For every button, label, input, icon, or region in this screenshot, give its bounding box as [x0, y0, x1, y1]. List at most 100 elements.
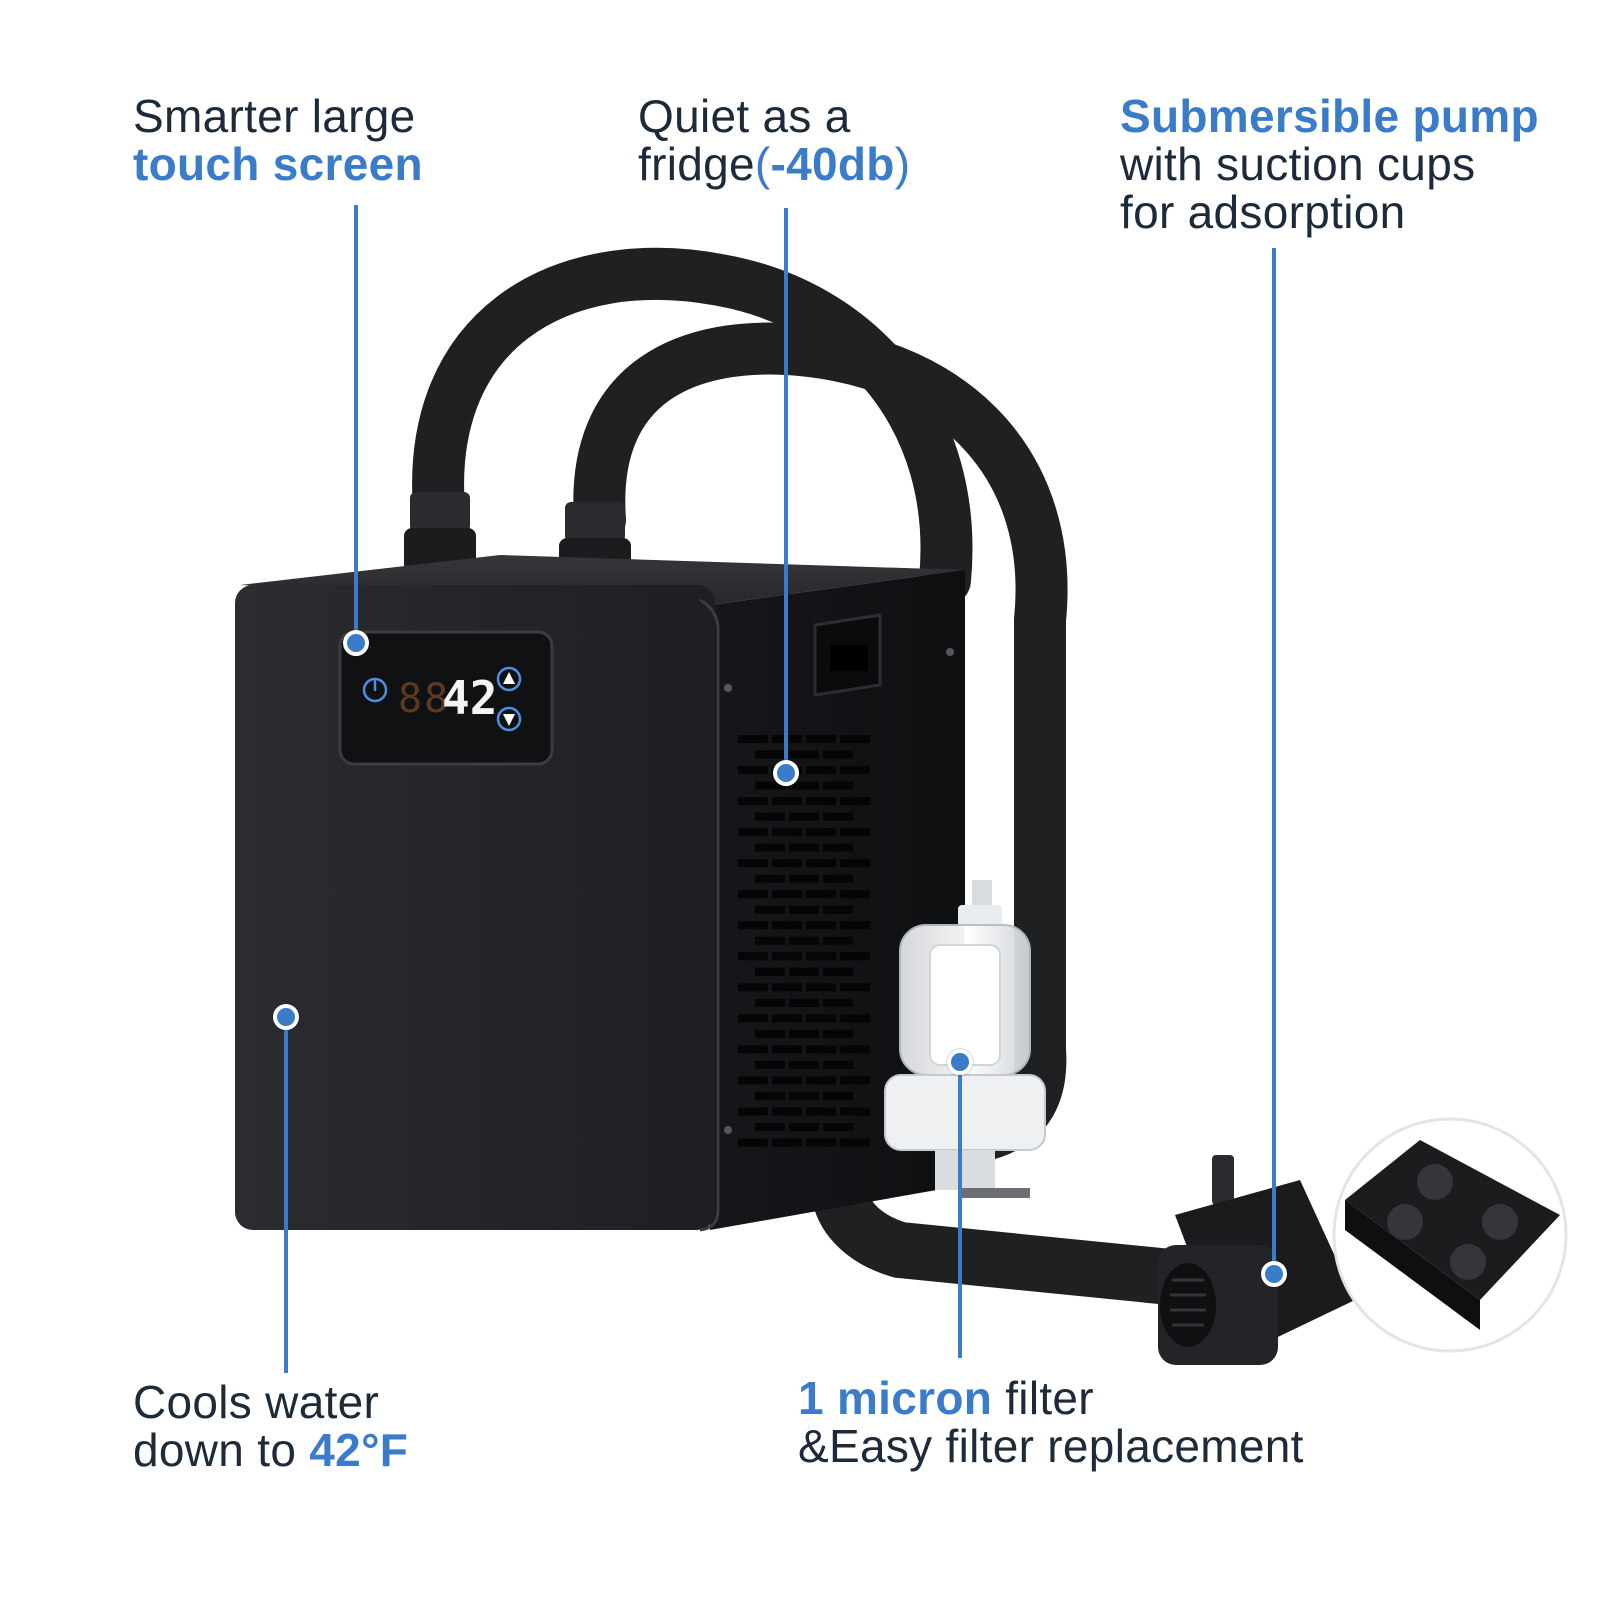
- vent-slot: [840, 859, 870, 868]
- vent-slot: [789, 843, 819, 852]
- vent-slot: [806, 828, 836, 837]
- callout-touch-screen-line1: Smarter large: [133, 90, 416, 142]
- up-arrow-icon: [496, 666, 522, 692]
- vent-slot: [823, 781, 853, 790]
- callout-quiet-line2: fridge(-40db): [638, 138, 911, 190]
- vent-slot: [738, 797, 768, 806]
- vent-slot: [806, 797, 836, 806]
- vent-slot: [738, 921, 768, 930]
- leader-line-filter: [958, 1062, 962, 1358]
- vent-slot: [755, 936, 785, 945]
- marker-dot-cools: [273, 1004, 299, 1030]
- vent-slot: [840, 735, 870, 743]
- marker-dot-quiet: [773, 760, 799, 786]
- vent-slot: [755, 1060, 785, 1069]
- suction-cup: [1387, 1204, 1423, 1240]
- vent-slot: [755, 967, 785, 976]
- vent-slot: [738, 1107, 768, 1116]
- vent-slot: [789, 1091, 819, 1100]
- callout-pump-line3: for adsorption: [1120, 186, 1406, 238]
- vent-slot: [806, 735, 836, 743]
- vent-slot: [840, 890, 870, 899]
- vent-slot: [823, 1123, 853, 1131]
- vent-slot: [772, 1107, 802, 1116]
- vent-slot: [772, 1138, 802, 1147]
- callout-filter: 1 micron filter &Easy filter replacement: [798, 1374, 1304, 1470]
- submersible-pump: [1158, 1155, 1355, 1365]
- suction-cup: [1450, 1244, 1486, 1280]
- vent-slot: [789, 812, 819, 821]
- vent-slot: [738, 952, 768, 961]
- vent-slot: [840, 1138, 870, 1147]
- callout-filter-line1: 1 micron filter: [798, 1372, 1094, 1424]
- vent-slot: [738, 766, 768, 775]
- vent-slot: [823, 936, 853, 945]
- vent-slot: [840, 828, 870, 837]
- vent-slot: [755, 998, 785, 1007]
- vent-slot: [772, 921, 802, 930]
- vent-slot: [755, 1091, 785, 1100]
- vent-slot: [840, 797, 870, 806]
- vent-slot: [772, 1045, 802, 1054]
- vent-slot: [755, 905, 785, 914]
- leader-line-quiet: [784, 208, 788, 773]
- vent-slot: [738, 1045, 768, 1054]
- vent-slot: [772, 797, 802, 806]
- vent-slot: [840, 766, 870, 775]
- vent-slot: [772, 890, 802, 899]
- vent-slot: [840, 1014, 870, 1023]
- vent-slot: [840, 983, 870, 992]
- power-button-icon: [362, 677, 388, 703]
- vent-slot: [755, 874, 785, 883]
- vent-slot: [772, 1076, 802, 1085]
- touch-screen-panel: 88 42: [338, 630, 554, 766]
- vent-slot: [823, 905, 853, 914]
- display-dim-digits: 88: [398, 676, 450, 722]
- callout-cools: Cools water down to 42°F: [133, 1378, 408, 1474]
- callout-quiet-line1: Quiet as a: [638, 90, 851, 142]
- vent-slot: [823, 967, 853, 976]
- vent-slot: [806, 766, 836, 775]
- vent-slot: [806, 1076, 836, 1085]
- vent-slot: [806, 921, 836, 930]
- vent-slot: [823, 843, 853, 852]
- vent-slot: [789, 1029, 819, 1038]
- vent-grille: [738, 735, 870, 1147]
- vent-slot: [755, 781, 785, 790]
- vent-slot: [738, 1014, 768, 1023]
- vent-slot: [738, 983, 768, 992]
- vent-slot: [789, 936, 819, 945]
- vent-slot: [755, 1123, 785, 1131]
- vent-slot: [806, 859, 836, 868]
- vent-slot: [823, 998, 853, 1007]
- vent-slot: [823, 874, 853, 883]
- vent-slot: [823, 1029, 853, 1038]
- callout-touch-screen: Smarter large touch screen: [133, 92, 423, 188]
- leader-line-cools: [284, 1017, 288, 1373]
- callout-pump-line1: Submersible pump: [1120, 90, 1539, 142]
- vent-slot: [789, 905, 819, 914]
- vent-slot: [823, 1091, 853, 1100]
- vent-slot: [738, 1138, 768, 1147]
- vent-slot: [823, 750, 853, 759]
- vent-slot: [840, 952, 870, 961]
- vent-slot: [772, 1014, 802, 1023]
- vent-slot: [823, 812, 853, 821]
- vent-slot: [772, 983, 802, 992]
- suction-cups-inset: [1332, 1117, 1568, 1353]
- callout-pump-line2: with suction cups: [1120, 138, 1476, 190]
- vent-slot: [755, 812, 785, 821]
- vent-slot: [789, 874, 819, 883]
- vent-slot: [823, 1060, 853, 1069]
- leader-line-touch-screen: [354, 205, 358, 643]
- vent-slot: [840, 1076, 870, 1085]
- marker-dot-touch-screen: [343, 630, 369, 656]
- vent-slot: [789, 967, 819, 976]
- vent-slot: [789, 781, 819, 790]
- vent-slot: [772, 828, 802, 837]
- vent-slot: [738, 1076, 768, 1085]
- vent-slot: [789, 1060, 819, 1069]
- display-temperature: 42: [442, 671, 497, 725]
- vent-slot: [806, 890, 836, 899]
